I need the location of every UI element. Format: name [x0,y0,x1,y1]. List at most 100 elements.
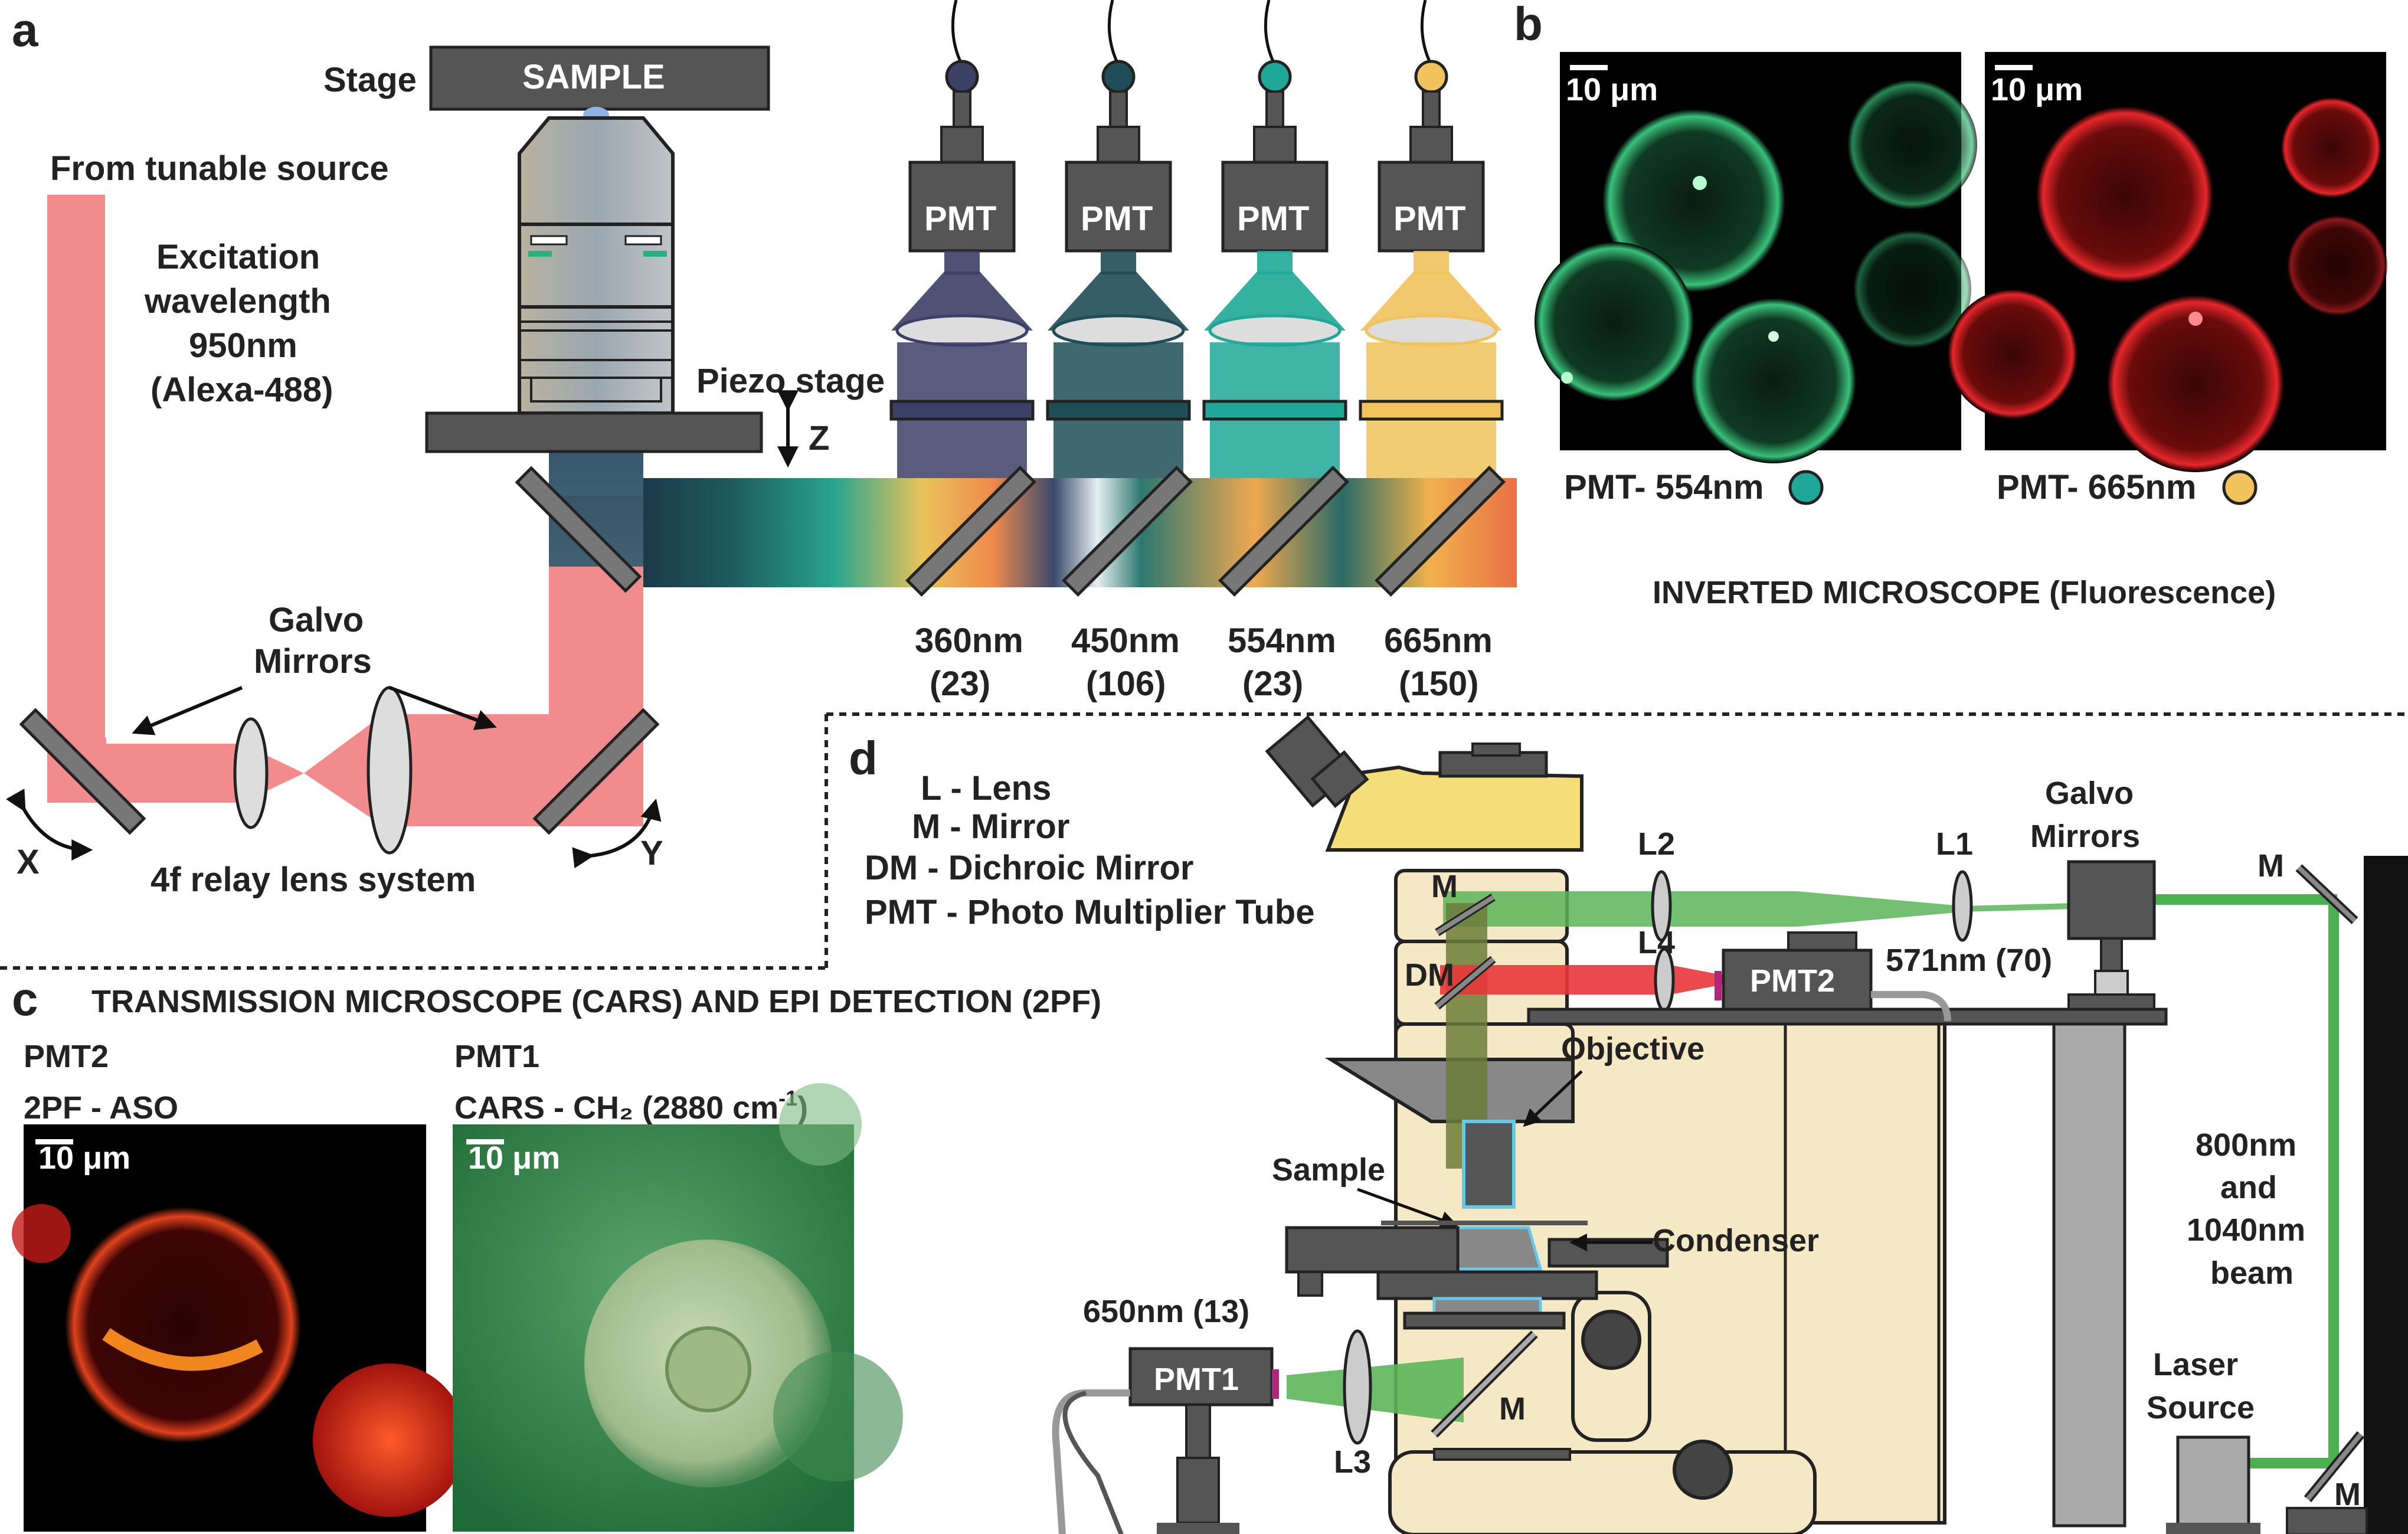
legend-dichroic: DM - Dichroic Mirror [865,849,1194,887]
relay-lens-1 [233,717,269,829]
galvo-label-2: Mirrors [254,642,372,681]
excitation-line-2: wavelength [144,282,331,320]
aso-image: 10 μm [12,1124,466,1532]
green-image: 10 μm [1535,52,1977,463]
galvo-arrow-right [388,686,497,730]
mirror-y [532,708,660,835]
panel-b-label: b [1514,0,1543,50]
label-l3: L3 [1334,1444,1371,1480]
aso-scale-text: 10 μm [38,1140,130,1176]
detector-dichroic [905,465,1037,597]
right-post [2364,856,2408,1534]
detector-bandwidth: (23) [1242,665,1303,703]
yellow-indicator [2222,470,2258,505]
relay-label: 4f relay lens system [150,861,476,899]
detector-wavelength: 554nm [1228,622,1336,660]
mirror-m-right-bottom [2305,1432,2363,1501]
green-beam-right [2154,894,2337,905]
support-pillar [2052,1022,2126,1528]
pmt-label: PMT [1237,199,1309,238]
green-beam-top [1443,891,1797,927]
panel-c-right-pmt: PMT1 [454,1039,539,1074]
relay-lens-2 [367,686,413,855]
pmt-label: PMT [924,199,996,238]
lens-l2 [1651,870,1672,942]
sample-d-label: Sample [1272,1152,1385,1188]
stage-label: Stage [323,61,417,99]
panel-c-label: c [12,973,38,1025]
pmt-label: PMT [1393,199,1465,238]
green-beam-vertical [2328,903,2339,1464]
detector-lens [1052,314,1185,347]
beam-label-2: and [2220,1170,2277,1205]
legend-pmt: PMT - Photo Multiplier Tube [865,893,1315,931]
galvo-d-label-2: Mirrors [2030,819,2140,854]
green-caption: PMT- 554nm [1564,468,1764,506]
green-beam-pmt1 [1287,1358,1464,1422]
label-m-top: M [1431,869,1458,904]
excitation-line-4: (Alexa-488) [150,371,333,409]
green-scale-text: 10 μm [1566,72,1658,107]
detector-dichroic [1061,465,1193,597]
laser-label-1: Laser [2153,1347,2238,1382]
label-l2: L2 [1638,826,1675,862]
panel-c-left-label: 2PF - ASO [24,1090,178,1126]
detector-wavelength: 450nm [1071,622,1180,660]
panel-a-label: a [12,4,38,56]
piezo-stage [425,411,763,453]
detector-filter [1359,400,1504,421]
eyepiece-head [1265,715,1583,852]
detector-dichroic [1218,465,1350,597]
detector-wavelength: 360nm [915,622,1023,660]
detector-indicator [1414,60,1448,94]
condenser-label: Condenser [1653,1223,1819,1258]
detector-lens [1365,314,1498,347]
galvo-d-label-1: Galvo [2045,776,2134,811]
detector-wavelength: 665nm [1384,622,1493,660]
legend-lens: L - Lens [921,769,1051,807]
mirror-m-bottom [1432,1332,1536,1436]
panel-c-right-label: CARS - CH₂ (2880 cm-1) [454,1086,808,1126]
red-caption: PMT- 665nm [1997,468,2196,506]
detector-bandwidth: (150) [1399,665,1478,703]
beam-label-4: beam [2210,1255,2294,1291]
red-image: 10 μm [1948,52,2387,472]
panel-c-left-pmt: PMT2 [24,1039,109,1074]
lens-l1 [1952,870,1973,942]
pmt2-label: PMT2 [1750,963,1835,999]
detector-bandwidth: (106) [1086,665,1166,703]
excitation-line-1: Excitation [156,238,320,276]
detector-filter [889,400,1035,421]
dichroic-dm [1435,957,1495,1009]
axis-y-label: Y [640,834,663,872]
objective-label: Objective [1561,1031,1704,1067]
pmt2-wl: 571nm (70) [1886,943,2052,978]
green-indicator [1788,470,1824,505]
label-l4: L4 [1638,925,1675,960]
x-rotation-arrow [6,789,93,861]
detector-filter [1202,400,1347,421]
detector-filter [1046,400,1191,421]
pmt1-label: PMT1 [1154,1362,1239,1397]
beam-label-1: 800nm [2196,1127,2296,1163]
stage-d-left [1285,1226,1460,1274]
red-scale-text: 10 μm [1991,72,2083,107]
sample-stage [429,45,770,111]
label-l1: L1 [1936,826,1973,862]
panel-c-title: TRANSMISSION MICROSCOPE (CARS) AND EPI D… [91,984,1101,1019]
legend-mirror: M - Mirror [912,807,1069,846]
detector-channel-4: PMT 665nm (150) [1359,0,1506,703]
lens-l3 [1343,1329,1372,1445]
detector-indicator [1101,60,1136,94]
detector-channel-3: PMT 554nm (23) [1202,0,1350,703]
axis-x-label: X [17,843,40,881]
main-dichroic [515,466,642,593]
panel-d-label: d [849,732,878,784]
laser-label-2: Source [2147,1390,2255,1425]
detector-lens [1208,314,1342,347]
label-dm: DM [1405,957,1454,993]
z-label: Z [809,419,829,457]
galvo-arrow-left [132,686,243,735]
